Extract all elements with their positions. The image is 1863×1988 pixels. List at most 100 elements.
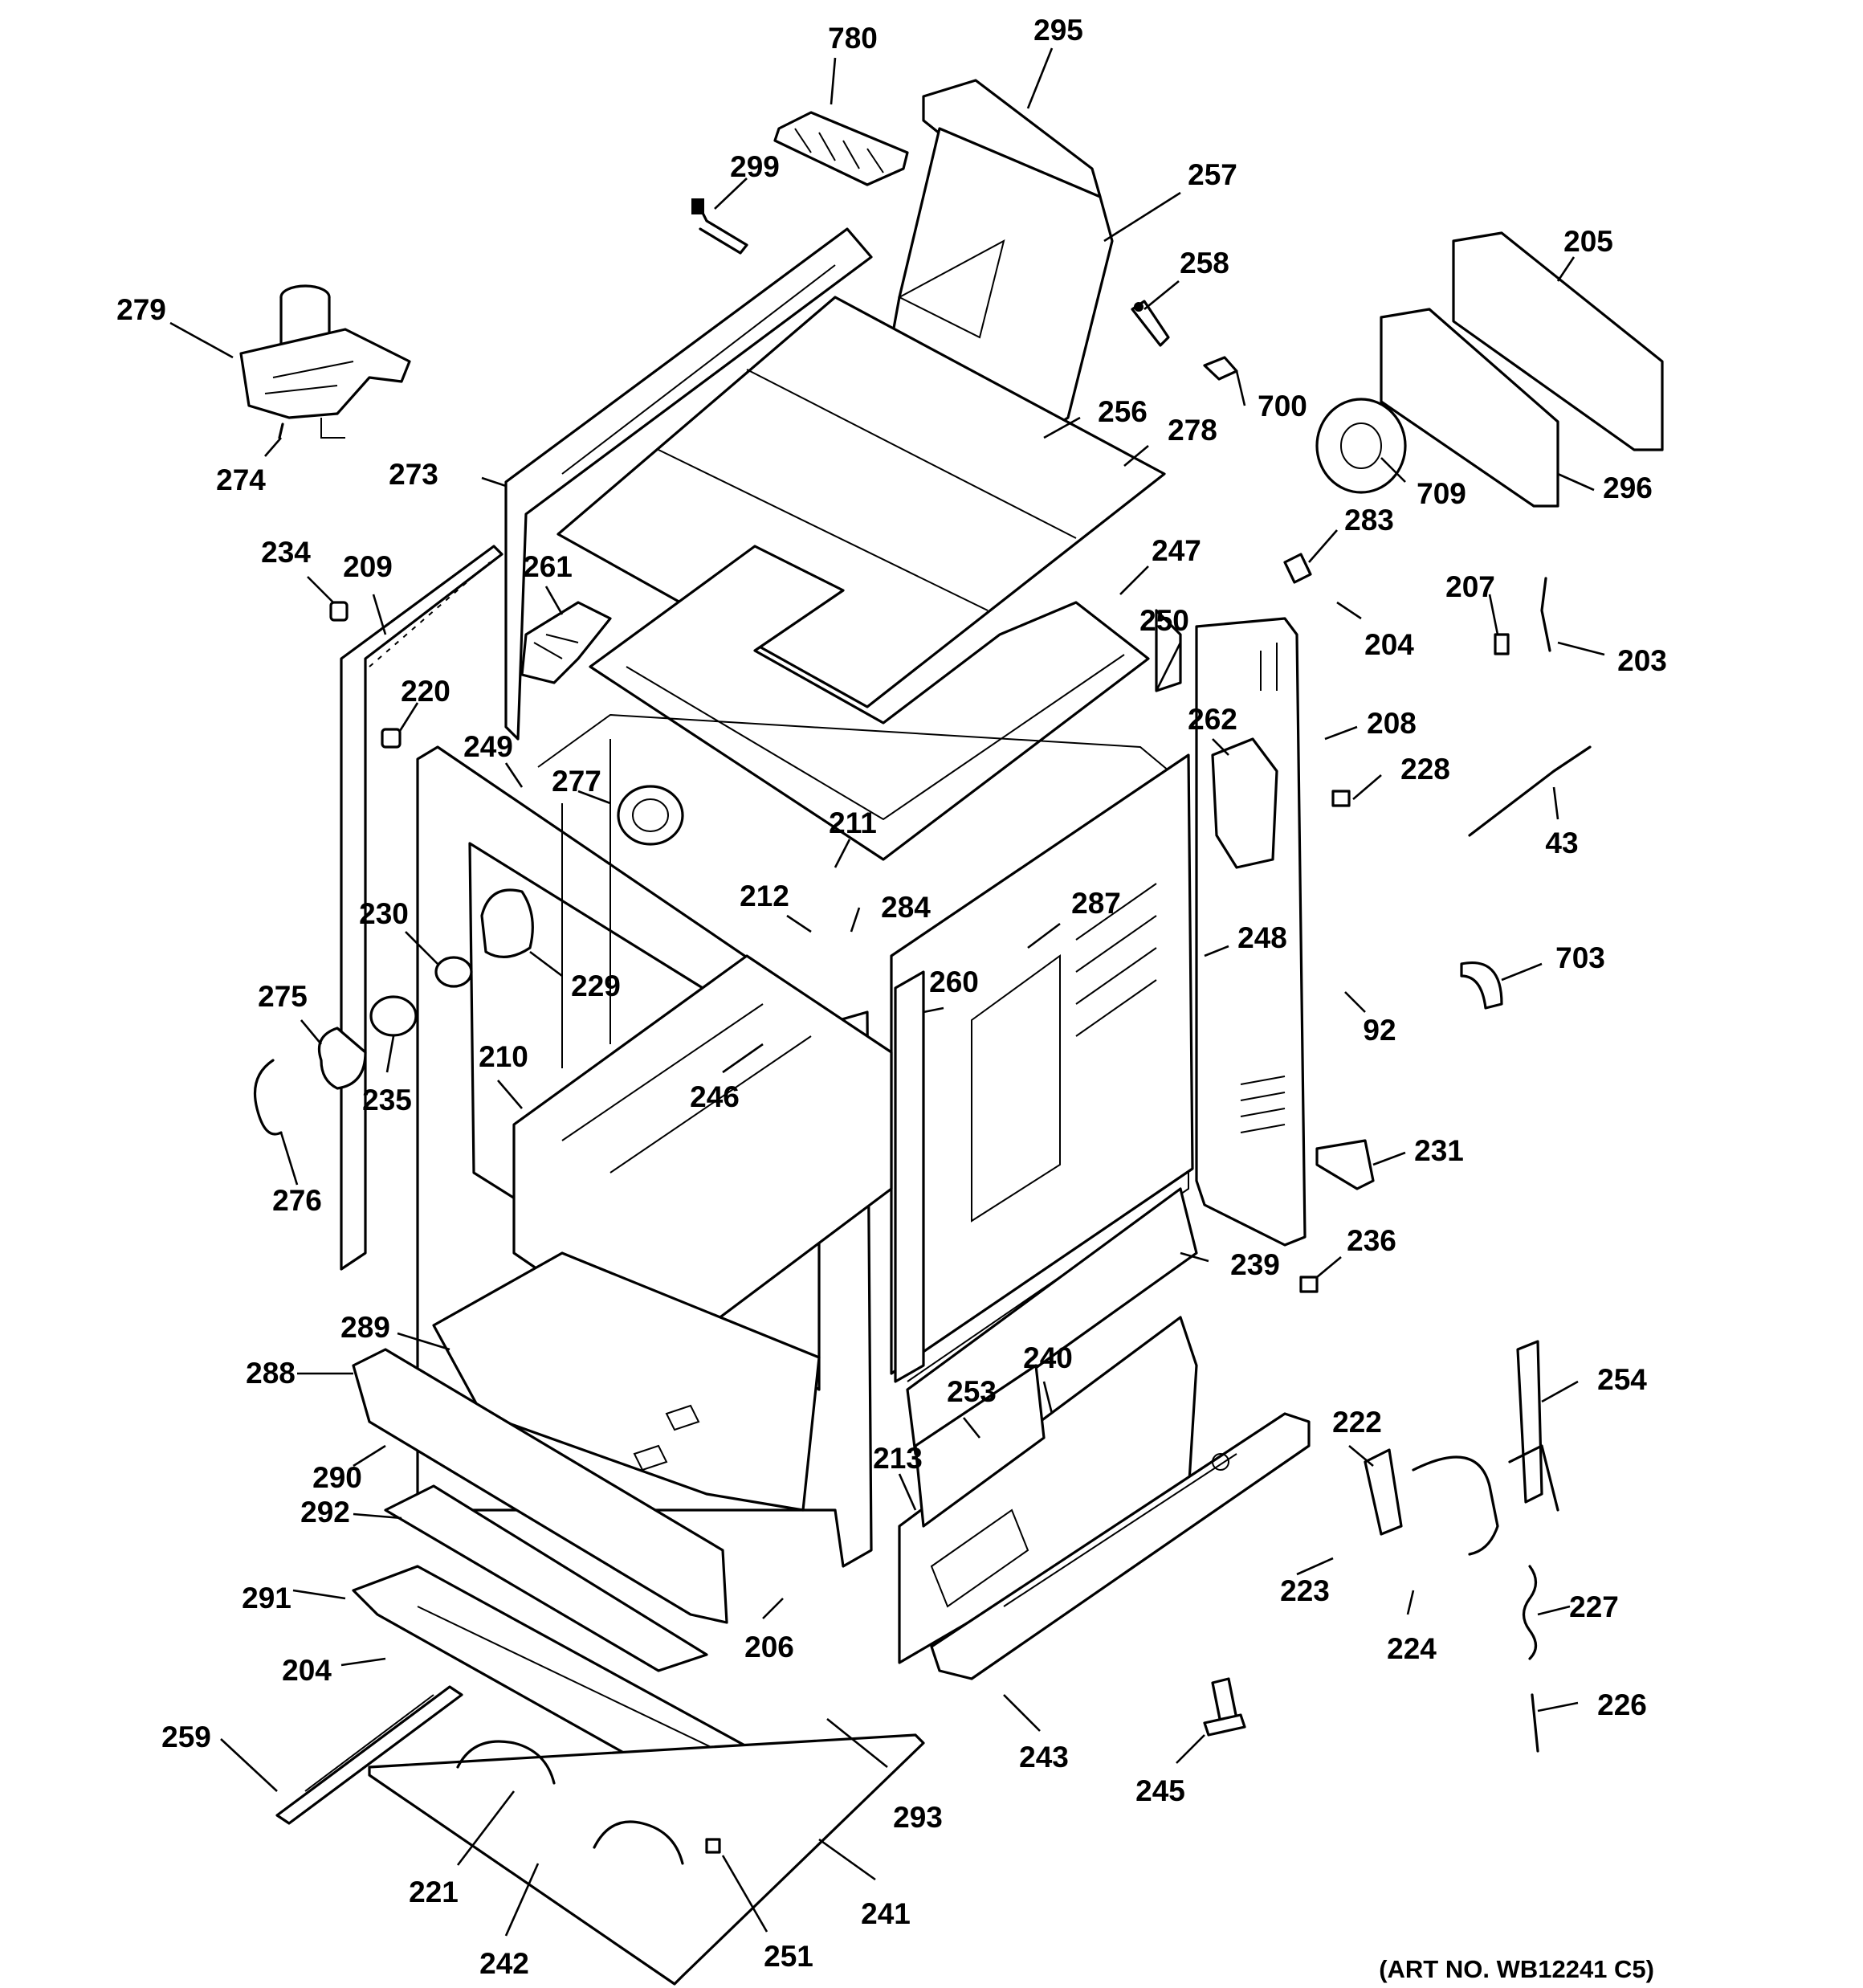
callout-label: 246 [690, 1080, 740, 1113]
callout-labels: 780 295 299 257 258 205 279 700 256 278 … [116, 14, 1667, 1983]
callout-label: 211 [829, 806, 877, 839]
part-273-side-rail [504, 227, 873, 741]
callout-label: 221 [409, 1876, 459, 1908]
callout-label: 262 [1188, 703, 1237, 736]
callout-label: 289 [340, 1311, 390, 1344]
callout-label: 292 [300, 1496, 350, 1529]
callout-label: 203 [1617, 644, 1667, 677]
part-258-bracket [1131, 300, 1170, 347]
callout-label: 235 [362, 1084, 412, 1116]
callout-label: 234 [261, 536, 311, 569]
part-207-clip [1494, 633, 1510, 655]
callout-label: 241 [861, 1897, 911, 1930]
callout-label: 275 [258, 980, 308, 1013]
part-205-296-709-back-brackets [1315, 231, 1664, 508]
callout-label: 703 [1555, 941, 1605, 974]
callout-label: 256 [1098, 395, 1148, 428]
part-245-leveling-leg [1203, 1677, 1246, 1737]
callout-label: 709 [1417, 477, 1466, 510]
callout-label: 296 [1603, 471, 1653, 504]
callout-label: 207 [1445, 570, 1495, 603]
callout-label: 288 [246, 1357, 296, 1390]
callout-label: 212 [740, 880, 789, 912]
callout-label: 210 [479, 1040, 528, 1073]
part-240-lower-back [898, 1187, 1198, 1664]
callout-label: 261 [523, 550, 573, 583]
callout-label: 240 [1023, 1341, 1073, 1374]
part-221-bake-element [456, 1740, 684, 1865]
part-703-bracket [1460, 961, 1503, 1010]
callout-label: 223 [1280, 1574, 1330, 1607]
part-43-probe [1468, 745, 1592, 837]
part-247-oven-top [589, 545, 1150, 861]
leader-lines [169, 47, 1605, 1937]
callout-label: 205 [1563, 225, 1613, 258]
part-248-right-side-panel [1155, 609, 1307, 1247]
part-700-clip [1203, 356, 1238, 381]
callout-label: 222 [1332, 1406, 1382, 1439]
callout-label: 206 [744, 1631, 794, 1663]
callout-label: 291 [242, 1582, 291, 1614]
callout-label: 245 [1135, 1774, 1185, 1807]
callout-label: 43 [1545, 827, 1578, 859]
callout-label: 290 [312, 1461, 362, 1494]
callout-label: 299 [730, 150, 780, 183]
part-279-valve-assembly [239, 284, 411, 439]
part-drawings [239, 79, 1664, 1986]
callout-label: 700 [1258, 390, 1307, 423]
callout-label: 248 [1237, 921, 1287, 954]
callout-label: 251 [764, 1940, 813, 1973]
callout-label: 257 [1188, 158, 1237, 191]
callout-label: 253 [947, 1375, 997, 1408]
callout-label: 228 [1400, 753, 1450, 786]
part-234-plug [329, 601, 349, 622]
part-780-vent-clips [773, 111, 909, 186]
part-259-drawer-slide [275, 1685, 463, 1825]
callout-label: 259 [161, 1721, 211, 1753]
part-231-bracket [1315, 1139, 1375, 1190]
callout-label: 213 [873, 1442, 923, 1475]
part-222-hinge [1364, 1448, 1499, 1556]
part-220-plug [381, 728, 402, 749]
part-254-hinge [1508, 1340, 1559, 1512]
callout-label: 204 [282, 1654, 332, 1687]
callout-label: 209 [343, 550, 393, 583]
callout-label: 276 [272, 1184, 322, 1217]
callout-label: 208 [1367, 707, 1417, 740]
callout-label: 230 [359, 897, 409, 930]
callout-label: 204 [1364, 628, 1414, 661]
callout-label: 293 [893, 1801, 943, 1834]
callout-label: 274 [216, 463, 266, 496]
part-242-front-trim [368, 1733, 925, 1986]
part-226-link [1531, 1693, 1539, 1753]
callout-label: 273 [389, 458, 438, 491]
callout-label: 249 [463, 730, 513, 763]
part-228-clip [1331, 790, 1351, 807]
callout-label: 231 [1414, 1134, 1464, 1167]
callout-label: 242 [479, 1947, 529, 1980]
callout-label: 224 [1387, 1632, 1437, 1665]
callout-label: 278 [1168, 414, 1217, 447]
callout-label: 260 [929, 965, 979, 998]
callout-label: 284 [881, 891, 931, 924]
callout-label: 780 [828, 22, 878, 55]
part-227-spring [1522, 1565, 1538, 1660]
part-274-screw [278, 423, 284, 439]
callout-label: 287 [1071, 887, 1121, 920]
callout-label: 247 [1152, 534, 1201, 567]
callout-label: 239 [1230, 1248, 1280, 1281]
callout-label: 92 [1363, 1014, 1396, 1047]
callout-label: 227 [1569, 1590, 1619, 1623]
part-251-clip [705, 1838, 721, 1854]
callout-label: 283 [1344, 504, 1394, 537]
callout-label: 279 [116, 293, 166, 326]
callout-label: 243 [1019, 1741, 1069, 1774]
callout-label: 258 [1180, 247, 1229, 280]
part-299-clip [691, 198, 748, 255]
callout-label: 220 [401, 675, 450, 708]
callout-label: 295 [1033, 14, 1083, 47]
part-283-clip [1283, 553, 1312, 584]
callout-label: 226 [1597, 1688, 1647, 1721]
part-236-clip [1299, 1276, 1319, 1293]
